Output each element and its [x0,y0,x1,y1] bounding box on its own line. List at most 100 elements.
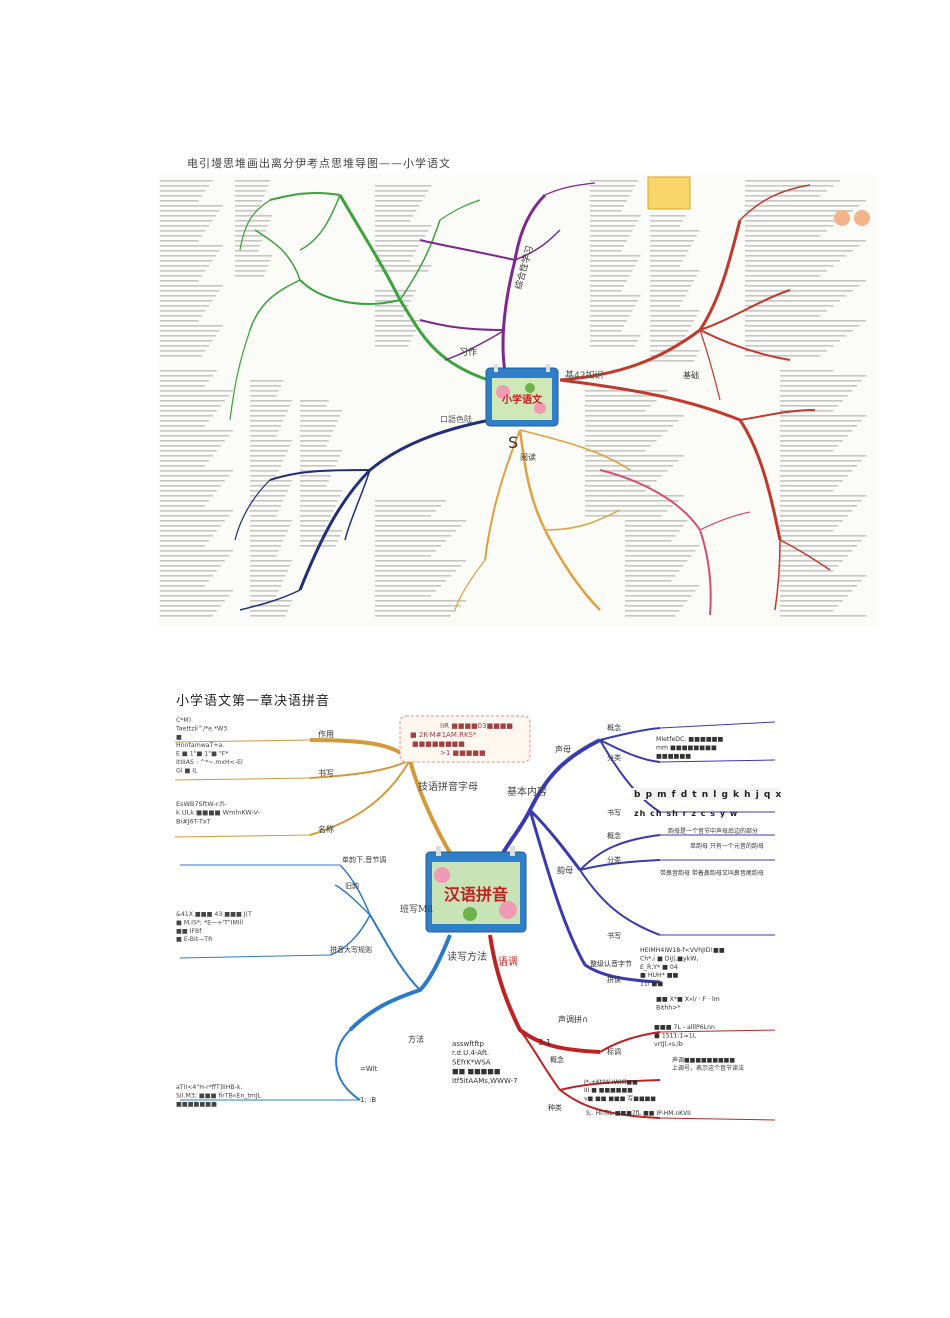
note-texture-line [780,485,838,487]
note-texture-line [780,390,853,392]
note-texture-line [160,595,229,597]
note-texture-line [160,235,202,237]
note-texture-line [650,230,700,232]
note-texture-line [585,465,673,467]
map2-sub-shuxie2: 书写 [607,931,621,940]
note-texture-line [160,390,233,392]
map2-letters-row-bg [632,788,780,800]
note-texture-line [160,270,206,272]
note-texture-line [745,270,827,272]
note-texture-line [160,375,213,377]
note-texture-line [250,435,277,437]
map2-underline-2 [659,759,776,763]
note-texture-line [300,435,332,437]
note-texture-line [780,565,838,567]
note-texture-line [625,560,688,562]
map2-line-danyun [339,864,371,916]
note-texture-line [650,235,697,237]
note-texture-line [300,430,334,432]
note-texture-line [235,210,259,212]
note-texture-line [160,325,223,327]
note-texture-line [160,205,223,207]
note-texture-line [625,600,688,602]
note-texture-line [160,405,221,407]
note-texture-line [375,610,456,612]
map2-line-yunmu-shuxie [579,869,661,936]
map1-label-s: S [508,433,518,452]
map2-line-wit [335,1029,361,1101]
note-texture-line [745,195,821,197]
note-texture-line [590,320,627,322]
note-texture-line [585,470,668,472]
note-texture-line [780,405,838,407]
note-texture-line [160,600,225,602]
note-texture-line [300,520,329,522]
note-texture-line [590,225,636,227]
note-texture-line [780,580,862,582]
map1: 小学语文 基42如识 口語色陆 S 习作 综合性学习 基础 阅读 [158,175,878,627]
note-texture-line [590,240,627,242]
note-texture-line [780,500,862,502]
note-texture-line [235,200,263,202]
note-texture-line [745,240,866,242]
note-texture-line [300,460,338,462]
note-texture-line [250,470,279,472]
note-texture-line [250,475,277,477]
map2-line-shengmu-fenlei [599,739,661,763]
note-texture-line [160,535,213,537]
note-texture-line [160,255,216,257]
note-texture-line [250,605,291,607]
map2-sub-pinyinda: 拼音大写规则 [330,945,372,954]
note-texture-line [250,550,279,552]
note-texture-line [780,430,853,432]
note-texture-line [375,540,446,542]
note-texture-line [235,235,265,237]
map2-item-mingcheng: 名称 [318,824,334,834]
note-texture-line [250,490,288,492]
note-left_notes-n3: &41X ■■■ 43 ■■■ J(T■ M,IS*; *E—+'T"IMIll… [176,911,252,943]
note-texture-line [780,440,843,442]
note-texture-line [235,185,269,187]
note-texture-line [235,230,267,232]
note-texture-line [745,225,834,227]
note-texture-line [585,505,673,507]
note-texture-line [590,230,633,232]
note-texture-line [235,270,267,272]
note-texture-line [650,295,686,297]
note-texture-line [625,520,688,522]
note-texture-line [250,525,291,527]
note-texture-line [160,530,217,532]
map2-line-zhonglei [559,1089,661,1119]
map2-center-card: 汉语拼音 [425,846,527,933]
note-texture-line [160,435,229,437]
note-texture-line [375,515,431,517]
note-texture-line [590,325,625,327]
note-texture-line [625,580,672,582]
note-texture-line [160,230,206,232]
map2-line-yunmu-fenlei [579,859,661,871]
note-texture-line [250,510,279,512]
note-texture-line [780,510,853,512]
note-texture-line [300,530,343,532]
map2-branch-jiqiao-mingcheng [309,759,411,836]
note-texture-line [160,545,205,547]
note-texture-line [250,580,284,582]
note-texture-line [160,445,221,447]
note-texture-line [250,505,282,507]
note-texture-line [160,330,220,332]
note-texture-line [780,600,843,602]
note-texture-line [650,255,686,257]
note-texture-line [375,330,416,332]
note-texture-line [375,590,436,592]
note-texture-line [745,210,853,212]
note-texture-line [160,350,206,352]
note-texture-line [590,310,633,312]
note-texture-line [625,535,676,537]
map2-sub-gainian3: 概念 [550,1055,564,1064]
note-texture-line [780,570,834,572]
note-texture-line [160,355,202,357]
note-texture-line [160,440,225,442]
note-texture-line [650,290,689,292]
